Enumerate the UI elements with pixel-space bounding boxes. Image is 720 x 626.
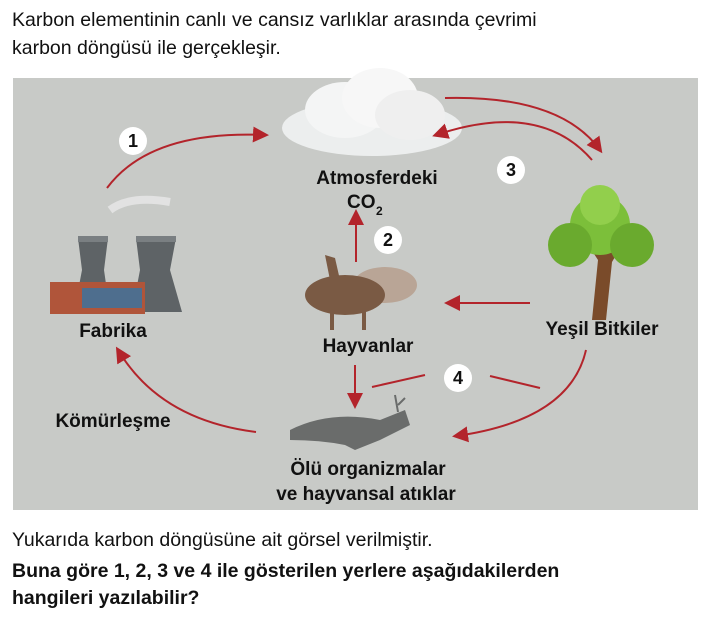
label-co: CO: [347, 192, 376, 213]
line-4-right: [489, 375, 541, 389]
marker-2: 2: [374, 226, 402, 254]
arrow-dead-to-factory: [115, 346, 257, 433]
factory-icon: [50, 195, 182, 314]
intro-text: Karbon elementinin canlı ve cansız varlı…: [12, 6, 712, 62]
svg-text:3: 3: [506, 160, 516, 180]
marker-3: 3: [497, 156, 525, 184]
marker-4: 4: [444, 364, 472, 392]
marker-1: 1: [119, 127, 147, 155]
label-co-subscript: 2: [376, 204, 383, 218]
tree-icon: [548, 185, 654, 320]
svg-text:4: 4: [453, 368, 463, 388]
intro-line-2: karbon döngüsü ile gerçekleşir.: [12, 37, 281, 59]
arrow-plants-to-atmosphere: [432, 121, 593, 161]
line-4-left: [371, 374, 426, 388]
svg-text:2: 2: [383, 230, 393, 250]
label-coalification: Kömürleşme: [55, 411, 170, 432]
intro-line-1: Karbon elementinin canlı ve cansız varlı…: [12, 9, 537, 31]
label-animal-waste: ve hayvansal atıklar: [276, 484, 456, 505]
question-statement: Yukarıda karbon döngüsüne ait görsel ver…: [12, 529, 433, 551]
svg-text:1: 1: [128, 131, 138, 151]
label-animals: Hayvanlar: [323, 336, 414, 357]
question-prompt-line-2: hangileri yazılabilir?: [12, 587, 200, 609]
label-plants: Yeşil Bitkiler: [545, 319, 659, 340]
label-factory: Fabrika: [79, 321, 147, 342]
label-dead-organisms: Ölü organizmalar: [290, 459, 446, 480]
cloud-icon: [282, 68, 462, 156]
arrow-factory-to-atmosphere: [106, 126, 269, 189]
arrow-plants-to-dead: [452, 349, 587, 443]
question-prompt-line-1: Buna göre 1, 2, 3 ve 4 ile gösterilen ye…: [12, 560, 560, 582]
arrow-atmosphere-to-plants: [444, 96, 603, 154]
animals-icon: [305, 255, 417, 330]
question-prompt: Buna göre 1, 2, 3 ve 4 ile gösterilen ye…: [12, 558, 712, 612]
dead-animal-icon: [290, 394, 410, 450]
label-atmosphere: Atmosferdeki: [316, 168, 437, 189]
